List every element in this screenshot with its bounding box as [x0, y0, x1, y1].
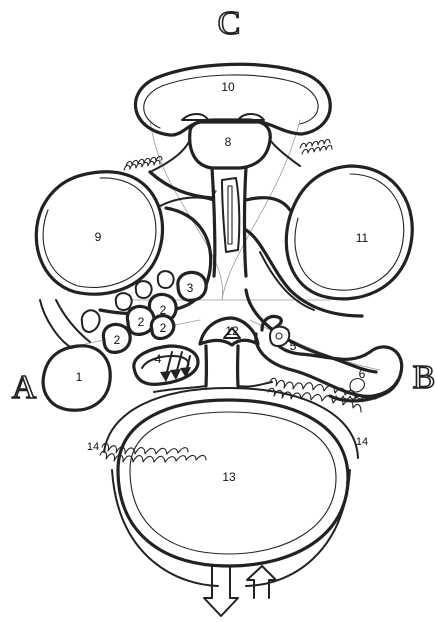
- label-7: 7: [211, 189, 217, 201]
- spring-right: [300, 139, 332, 154]
- letter-a: A: [12, 369, 37, 406]
- organ-5: [270, 327, 289, 346]
- channel-7: [212, 168, 246, 276]
- label-2b: 2: [138, 315, 145, 329]
- left-body-outline: [40, 172, 212, 348]
- chamber-13: [104, 388, 358, 586]
- label-2c: 2: [114, 333, 121, 347]
- label-6: 6: [359, 367, 366, 381]
- label-4: 4: [155, 352, 162, 366]
- label-5: 5: [290, 339, 297, 353]
- label-1: 1: [76, 370, 83, 384]
- label-2a: 2: [160, 303, 167, 317]
- label-14-left: 14: [87, 441, 99, 453]
- cap-10: [135, 64, 330, 135]
- label-8: 8: [225, 135, 232, 149]
- letter-c: C: [218, 5, 241, 42]
- label-11: 11: [356, 231, 369, 245]
- letter-b: B: [413, 359, 436, 396]
- label-13: 13: [222, 470, 236, 484]
- label-12: 12: [225, 324, 239, 338]
- label-3: 3: [187, 281, 194, 295]
- label-14-right: 14: [356, 436, 368, 448]
- label-10: 10: [221, 80, 235, 94]
- label-2d: 2: [160, 321, 167, 335]
- sphere-11: [286, 166, 412, 299]
- label-9: 9: [95, 230, 102, 244]
- bottom-tubes: [204, 566, 276, 616]
- right-body-outline: [246, 198, 376, 372]
- coil-fringe-left: [100, 443, 206, 462]
